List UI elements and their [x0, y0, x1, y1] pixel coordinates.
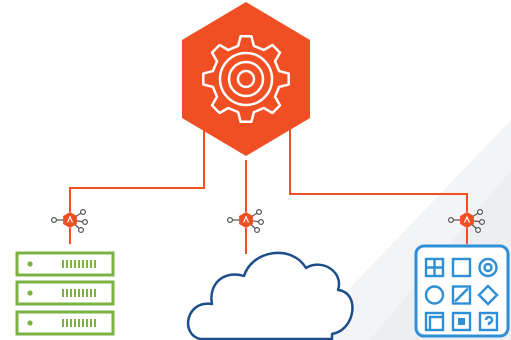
connection-left — [69, 128, 205, 212]
connection-lines — [69, 128, 468, 254]
connector-node-left-icon — [50, 209, 88, 234]
connector-hexagon — [239, 212, 253, 228]
connector-nodes — [50, 209, 486, 234]
connector-hexagon — [460, 212, 474, 228]
connector-hexagon — [63, 212, 77, 228]
connector-node-center-icon — [227, 209, 265, 234]
server-unit — [15, 251, 115, 277]
hub-hexagon — [182, 2, 310, 156]
hub — [182, 2, 310, 156]
server-unit — [15, 280, 115, 306]
gear-outline — [202, 35, 290, 123]
gear-ring-inner — [236, 69, 256, 89]
cloud-icon — [186, 251, 354, 340]
gear-ring-middle — [227, 60, 265, 98]
server-unit — [15, 310, 115, 336]
server-rack-icon — [15, 251, 115, 336]
gear-ring-outer — [218, 51, 274, 107]
app-grid-icon — [414, 244, 510, 338]
connector-node-right-icon — [448, 209, 486, 234]
connection-right — [289, 128, 468, 212]
gear-icon — [202, 35, 290, 123]
